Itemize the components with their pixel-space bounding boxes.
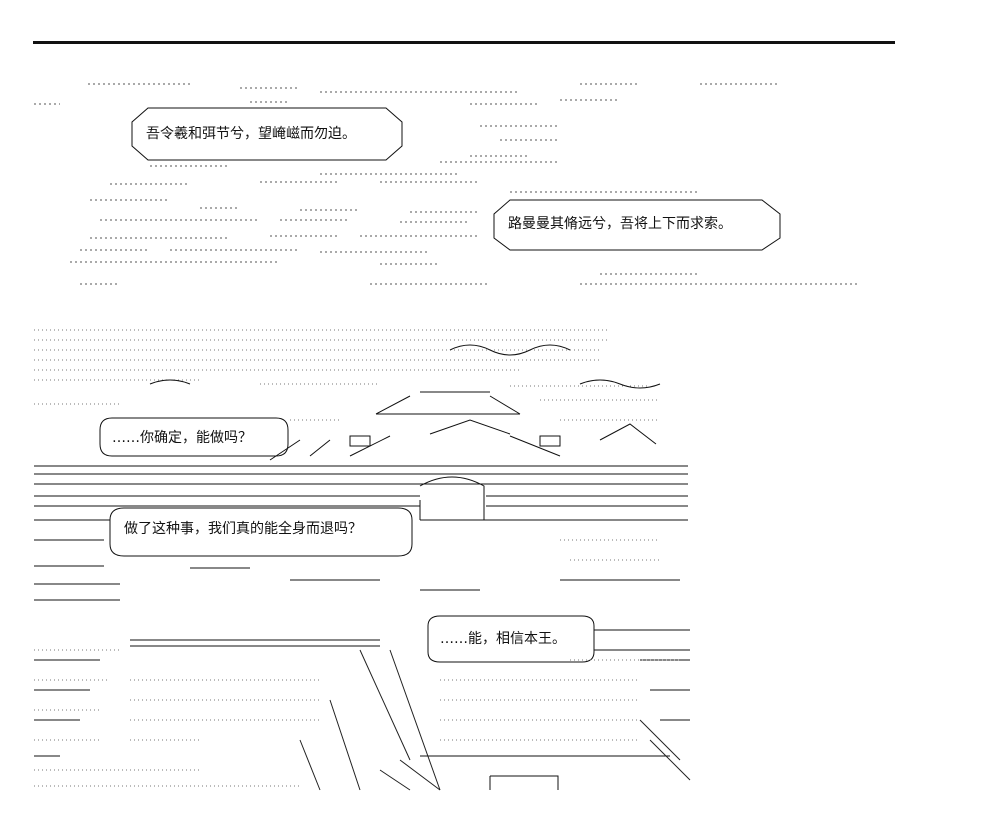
dialogue-line-4: 做了这种事，我们真的能全身而退吗？ — [124, 521, 362, 537]
staircase — [299, 649, 691, 791]
dialogue-line-2: 路曼曼其脩远兮，吾将上下而求索。 — [508, 216, 732, 232]
bubble-1-frame — [131, 107, 403, 161]
top-separator-rule — [33, 41, 895, 44]
waves — [149, 344, 661, 389]
bubble-4-frame — [109, 507, 413, 557]
dialogue-line-3: ……你确定，能做吗？ — [112, 430, 252, 446]
dotted-texture — [34, 329, 680, 787]
courtyard-lines — [34, 465, 690, 790]
sky-clouds — [34, 83, 860, 285]
palace-building — [269, 391, 657, 520]
bubble-2-frame — [493, 199, 781, 251]
dialogue-line-1: 吾令羲和弭节兮，望崦嵫而勿迫。 — [146, 126, 356, 142]
dialogue-line-5: ……能，相信本王。 — [440, 631, 566, 647]
bubble-5-frame — [427, 615, 595, 663]
